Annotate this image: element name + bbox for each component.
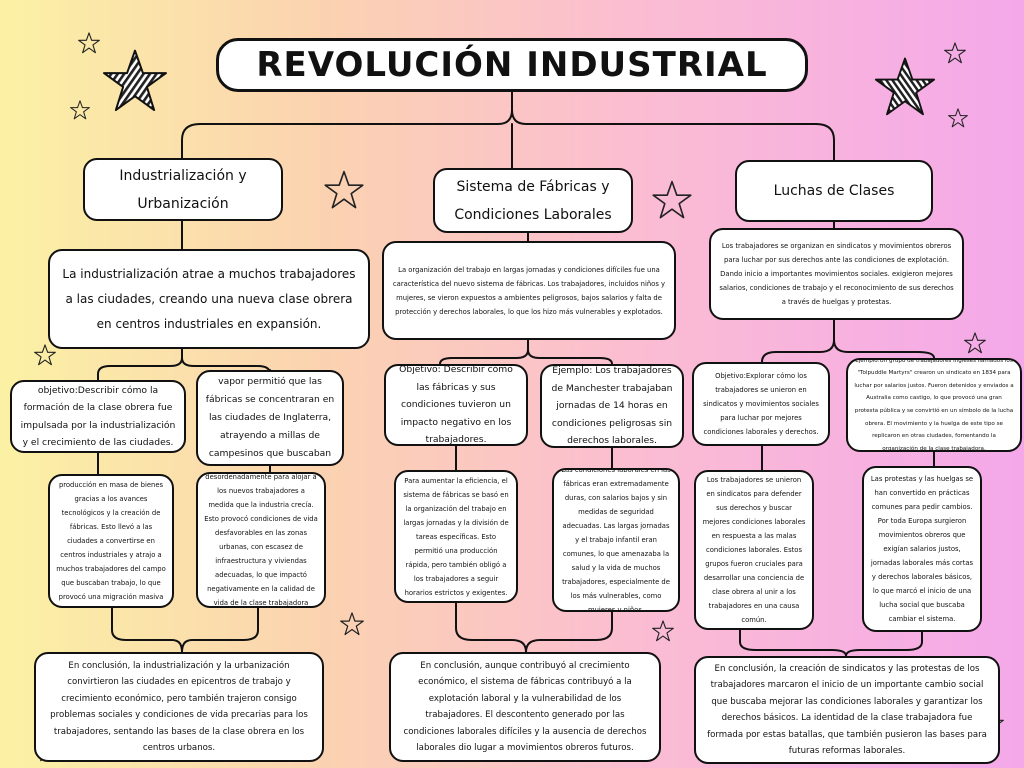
column-1-detail-right: Las ciudades se expandieron desordenadam… bbox=[196, 472, 326, 608]
column-2-detail-right: Las condiciones laborales en las fábrica… bbox=[552, 468, 680, 612]
diagram-title: REVOLUCIÓN INDUSTRIAL bbox=[216, 38, 808, 92]
striped-star-icon bbox=[102, 49, 168, 112]
column-2-objective: Objetivo: Describir cómo las fábricas y … bbox=[384, 364, 528, 446]
column-2-conclusion: En conclusión, aunque contribuyó al crec… bbox=[389, 652, 661, 762]
column-3-detail-right: Las protestas y las huelgas se han conve… bbox=[862, 466, 982, 632]
column-2-header: Sistema de Fábricas y Condiciones Labora… bbox=[433, 168, 633, 233]
column-1-conclusion: En conclusión, la industrialización y la… bbox=[34, 652, 324, 762]
star-icon bbox=[340, 612, 364, 636]
column-1-example: Ejemplo: La máquina de vapor permitió qu… bbox=[196, 370, 344, 466]
star-icon bbox=[324, 170, 364, 209]
column-3-objective: Objetivo:Explorar cómo los trabajadores … bbox=[692, 362, 830, 446]
star-icon bbox=[78, 32, 100, 54]
column-3-example: Ejemplo:Un grupo de trabajadores inglese… bbox=[846, 358, 1022, 452]
column-2-detail-left: Para aumentar la eficiencia, el sistema … bbox=[394, 470, 518, 603]
column-2-summary: La organización del trabajo en largas jo… bbox=[382, 241, 676, 340]
star-icon bbox=[652, 620, 674, 642]
column-1-detail-left: La industrialización permitió la producc… bbox=[48, 474, 174, 608]
star-icon bbox=[70, 100, 90, 120]
star-icon bbox=[964, 332, 986, 354]
column-3-detail-left: Los trabajadores se unieron en sindicato… bbox=[694, 470, 814, 630]
column-3-conclusion: En conclusión, la creación de sindicatos… bbox=[694, 656, 1000, 764]
column-1-summary: La industrialización atrae a muchos trab… bbox=[48, 249, 370, 349]
column-2-example: Ejemplo: Los trabajadores de Manchester … bbox=[540, 364, 684, 448]
star-icon bbox=[652, 180, 692, 219]
column-3-header: Luchas de Clases bbox=[735, 160, 933, 222]
star-icon bbox=[948, 108, 968, 128]
star-icon bbox=[944, 42, 966, 64]
column-1-objective: objetivo:Describir cómo la formación de … bbox=[10, 380, 186, 453]
striped-star-icon bbox=[874, 57, 936, 116]
column-3-summary: Los trabajadores se organizan en sindica… bbox=[709, 228, 964, 320]
star-icon bbox=[34, 344, 56, 366]
column-1-header: Industrialización y Urbanización bbox=[83, 158, 283, 221]
